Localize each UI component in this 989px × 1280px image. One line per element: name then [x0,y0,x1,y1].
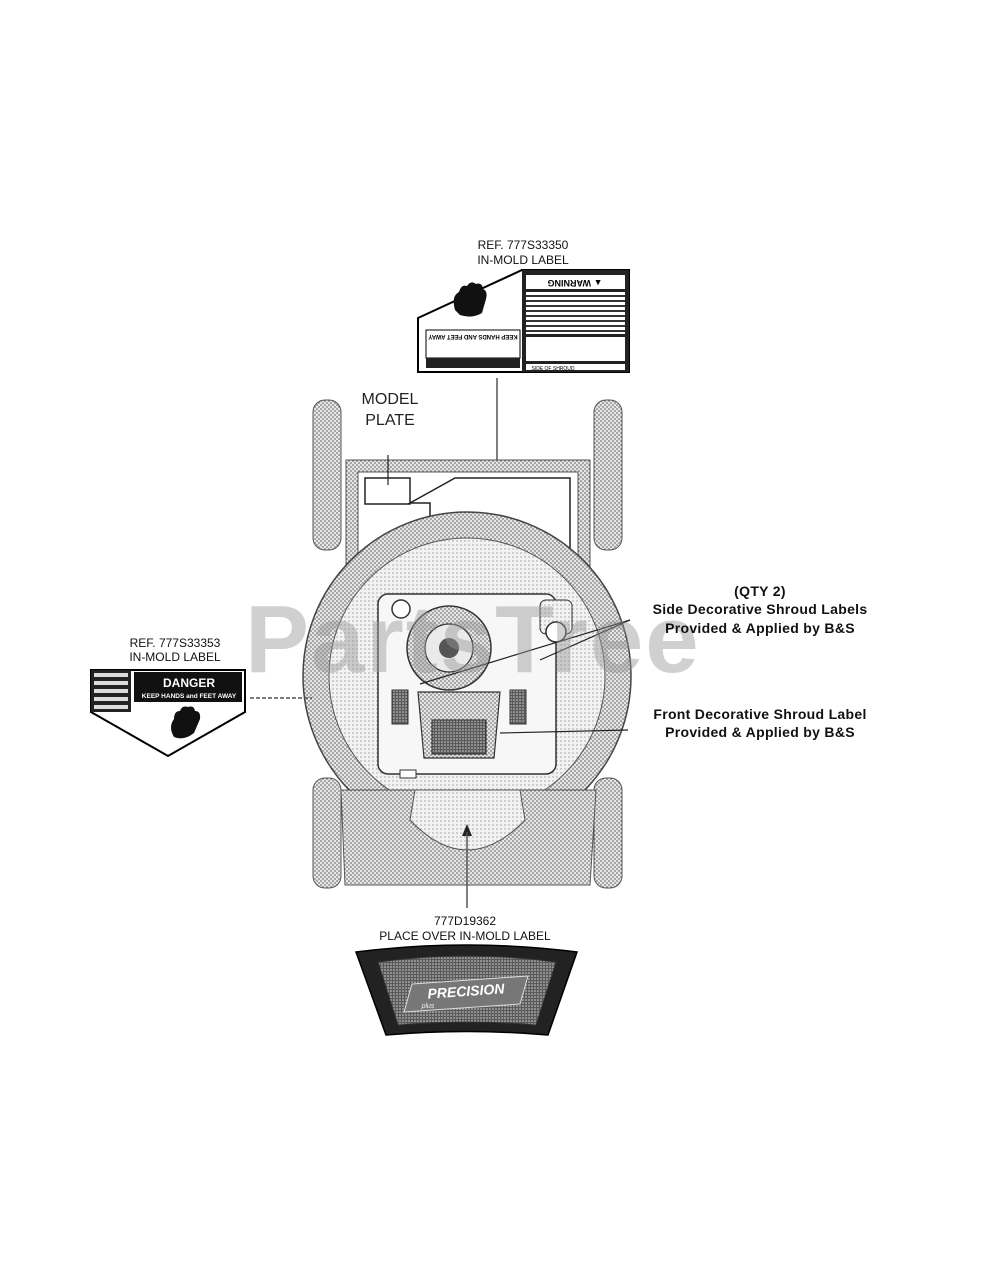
danger-title: DANGER [163,676,215,690]
leader-front-shroud [499,729,629,734]
top-ref-label: REF. 777S33350 [477,238,569,252]
precision-badge [354,944,579,1036]
mower-outline [302,399,632,889]
side-shroud-label-2: Provided & Applied by B&S [665,620,855,636]
model-plate-label-1: MODEL [361,391,419,408]
badge-line1: PRECISION [427,980,506,1001]
danger-label [90,669,246,758]
watermark: PartsTree [245,586,701,693]
left-ref-label: REF. 777S33353 [129,636,221,650]
left-kind-label: IN-MOLD LABEL [129,650,221,664]
warning-footer: SIDE OF SHROUD [531,366,574,372]
qty-label: (QTY 2) [734,583,786,599]
front-shroud-label-2: Provided & Applied by B&S [665,724,855,740]
side-shroud-label-1: Side Decorative Shroud Labels [652,601,868,617]
warning-label [417,269,630,373]
warning-side-text: KEEP HANDS AND FEET AWAY [428,333,517,339]
hand-icon [171,706,201,739]
warning-header: ▲ WARNING [548,278,603,288]
badge-line2: plus [421,1003,435,1010]
hand-icon [453,282,487,317]
top-kind-label: IN-MOLD LABEL [477,253,569,267]
leader-side-shroud-1 [539,619,631,661]
bottom-instruction-label: PLACE OVER IN-MOLD LABEL [379,929,551,943]
model-plate-label-2: PLATE [365,412,415,429]
bottom-part-label: 777D19362 [433,914,497,928]
danger-subtitle: KEEP HANDS and FEET AWAY [142,693,237,700]
leader-side-shroud-2 [419,619,631,685]
front-shroud-label-1: Front Decorative Shroud Label [653,706,867,722]
